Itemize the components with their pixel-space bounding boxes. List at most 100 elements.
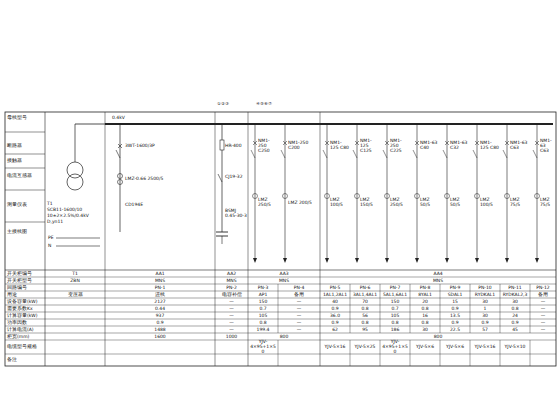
diagram-text: 70 xyxy=(352,299,378,304)
breaker-symbol xyxy=(473,150,477,158)
diagram-text: PN-10 xyxy=(472,285,498,290)
diagram-text: LMZ 150/5 xyxy=(360,198,379,208)
wire xyxy=(222,236,223,244)
diagram-text: 断路器 xyxy=(7,144,44,149)
diagram-text: ④⑤⑥⑦ xyxy=(256,102,296,107)
ct-symbol xyxy=(385,194,390,199)
breaker-symbol xyxy=(325,141,329,145)
ct-symbol xyxy=(475,194,480,199)
diagram-text: AA2 xyxy=(217,271,246,276)
diagram-text: YJV-5×16 xyxy=(322,345,348,350)
diagram-text: 0.9 xyxy=(322,320,348,325)
diagram-text: 0.44 xyxy=(107,306,213,311)
table-rule xyxy=(530,284,531,333)
diagram-text: — xyxy=(532,327,554,332)
diagram-text: 16 xyxy=(412,313,438,318)
diagram-text: 开关柜编号 xyxy=(7,271,44,276)
diagram-text: 电流互感器 xyxy=(7,174,44,179)
diagram-text: 13.5 xyxy=(442,313,468,318)
breaker-symbol xyxy=(323,150,327,158)
table-rule xyxy=(5,132,45,133)
diagram-text: NM1-125 C80 xyxy=(330,141,349,151)
breaker-symbol xyxy=(355,141,359,145)
diagram-text: 进线 xyxy=(107,292,213,297)
diagram-text: 2127 xyxy=(107,299,213,304)
diagram-text: — xyxy=(280,299,318,304)
diagram-text: 22.5 xyxy=(442,327,468,332)
table-rule xyxy=(248,112,249,366)
diagram-text: 0.7 xyxy=(382,306,408,311)
feeder-wire xyxy=(447,124,448,258)
diagram-text: 0.9 xyxy=(322,306,348,311)
breaker-symbol xyxy=(475,141,479,145)
table-rule xyxy=(5,154,45,155)
diagram-text: — xyxy=(217,299,246,304)
breaker-symbol xyxy=(415,141,419,145)
table-rule xyxy=(350,340,351,366)
diagram-text: YJV-5×10 xyxy=(502,345,528,350)
diagram-text: 10±2×2.5%/0.4kV xyxy=(47,214,103,219)
diagram-text: PN-5 xyxy=(322,285,348,290)
breaker-symbol xyxy=(385,141,389,145)
feeder-arrow xyxy=(385,258,389,263)
diagram-text: 0.8 xyxy=(412,306,438,311)
table-rule xyxy=(215,112,216,366)
diagram-text: LMZ 100/5 xyxy=(330,198,349,208)
diagram-text: AP1 xyxy=(250,292,276,297)
diagram-text: T1 xyxy=(47,271,103,276)
diagram-text: NM1-250 C225 xyxy=(390,139,409,154)
diagram-text: 20 xyxy=(412,299,438,304)
diagram-text: 0.8 xyxy=(352,320,378,325)
diagram-text: PN-4 xyxy=(280,285,318,290)
diagram-text: 40 xyxy=(322,299,348,304)
diagram-text: 30 xyxy=(502,299,528,304)
diagram-text: LMZ 75/5 xyxy=(510,198,529,208)
diagram-text: 回路编号 xyxy=(7,285,44,290)
breaker-symbol xyxy=(415,141,419,145)
table-rule xyxy=(350,284,351,333)
breaker-symbol xyxy=(283,141,287,145)
diagram-text: 150 xyxy=(250,299,276,304)
table-rule xyxy=(500,284,501,333)
diagram-text: 0.4kV xyxy=(112,116,142,121)
diagram-text: 0.9 xyxy=(502,320,528,325)
breaker-symbol xyxy=(533,150,537,158)
diagram-text: T1 xyxy=(47,202,103,207)
diagram-text: RYDKAL1 xyxy=(472,292,498,297)
table-rule xyxy=(5,168,45,169)
feeder-arrow xyxy=(445,258,449,263)
diagram-text: 母线型号 xyxy=(7,116,44,121)
diagram-text: PN-12 xyxy=(532,285,554,290)
diagram-text: 56 xyxy=(352,313,378,318)
diagram-text: 柜宽(mm) xyxy=(7,334,44,339)
diagram-text: YJV-4×95+1×50 xyxy=(382,340,408,355)
diagram-text: 3AL1,4AL1 xyxy=(352,292,378,297)
diagram-text: CJ19-32 xyxy=(225,175,247,180)
feeder-arrow xyxy=(415,258,419,263)
diagram-text: 1488 xyxy=(107,327,213,332)
diagram-text: — xyxy=(532,306,554,311)
diagram-text: PN-7 xyxy=(382,285,408,290)
diagram-text: — xyxy=(532,313,554,318)
diagram-text: PN-6 xyxy=(352,285,378,290)
diagram-text: 0.9 xyxy=(107,320,213,325)
diagram-text: D,yn11 xyxy=(47,220,103,225)
diagram-text: 1AL1,2AL1 xyxy=(322,292,348,297)
table-rule xyxy=(45,112,46,366)
table-rule xyxy=(440,340,441,366)
table-rule xyxy=(380,340,381,366)
diagram-text: 电容补偿 xyxy=(217,292,246,297)
feeder-arrow xyxy=(283,258,287,263)
diagram-text: 8YAL1 xyxy=(412,292,438,297)
ct-symbol xyxy=(355,194,360,199)
breaker-symbol xyxy=(445,141,449,145)
diagram-text: 功率因数 xyxy=(7,320,44,325)
diagram-text: 备用 xyxy=(532,292,554,297)
feeder-arrow xyxy=(475,258,479,263)
diagram-text: AA3 xyxy=(250,271,318,276)
diagram-text: SCB11-1600/10 xyxy=(47,208,103,213)
feeder-wire xyxy=(387,124,388,258)
diagram-text: 计算电流(A) xyxy=(7,327,44,332)
diagram-text: 0.9 xyxy=(442,306,468,311)
